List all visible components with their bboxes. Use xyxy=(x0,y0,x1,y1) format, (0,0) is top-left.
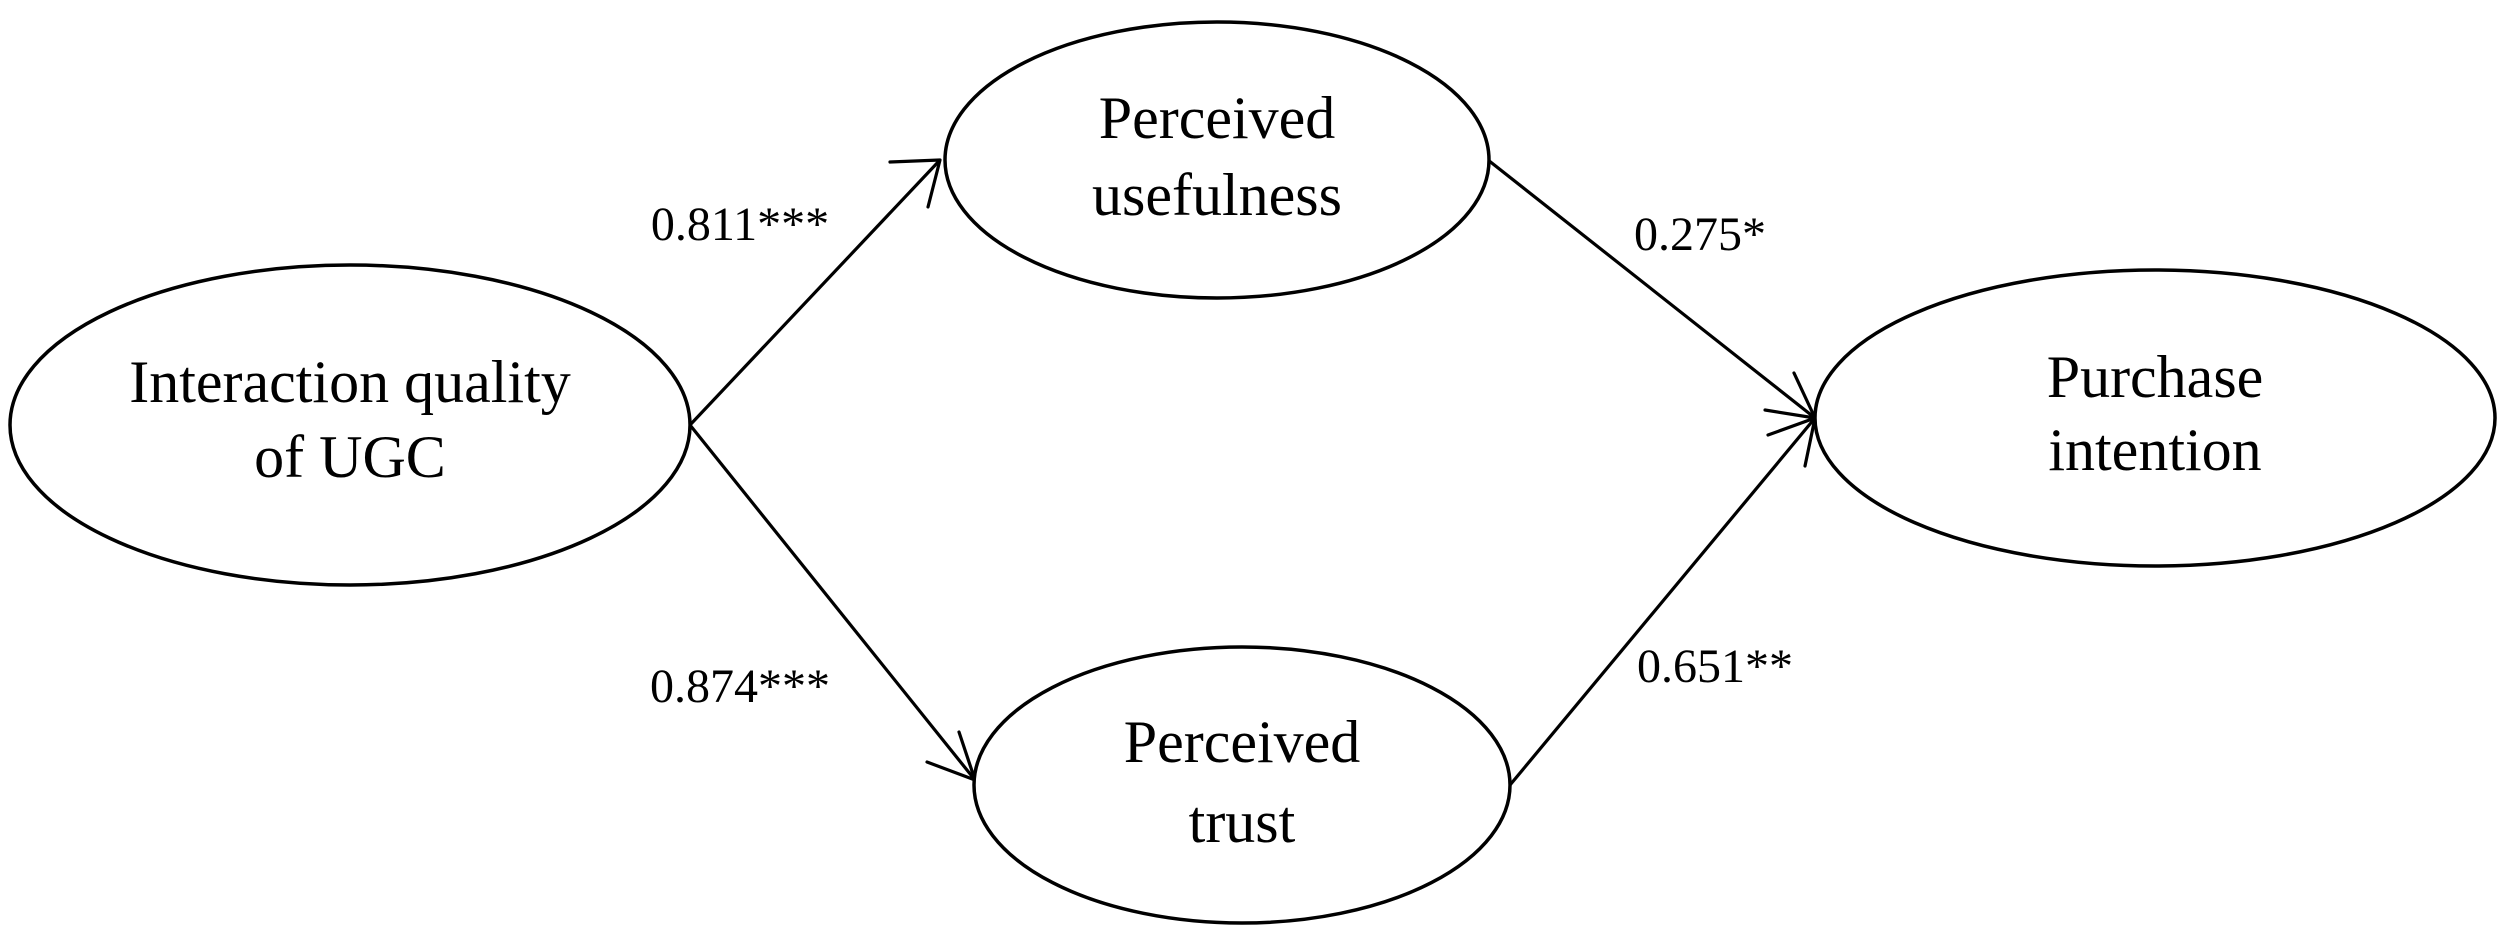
edge-line xyxy=(1487,158,1816,420)
node-label-line: trust xyxy=(1189,789,1296,855)
node-interaction-quality: Interaction quality of UGC xyxy=(8,263,692,587)
node-label-line: Interaction quality xyxy=(129,349,571,415)
edge-trust-to-purchase xyxy=(1508,416,1817,787)
edge-line xyxy=(688,158,942,427)
node-ellipse xyxy=(943,20,1491,300)
node-label-line: Purchase xyxy=(2047,344,2264,410)
edge-line xyxy=(688,423,977,782)
node-perceived-usefulness: Perceived usefulness xyxy=(943,20,1491,300)
node-ellipse xyxy=(972,645,1512,925)
edge-usefulness-to-purchase xyxy=(1487,158,1817,420)
node-label-line: of UGC xyxy=(254,424,446,490)
node-ellipse xyxy=(1813,268,2497,568)
edge-line xyxy=(1508,416,1817,787)
node-perceived-trust: Perceived trust xyxy=(972,645,1512,925)
node-purchase-intention: Purchase intention xyxy=(1813,268,2497,568)
edge-iq-to-trust xyxy=(688,423,977,782)
coefficient-label: 0.874*** xyxy=(650,660,830,713)
arrowhead xyxy=(888,158,942,209)
coefficient-label: 0.811*** xyxy=(651,198,829,251)
edge-iq-to-usefulness xyxy=(688,158,942,427)
node-ellipse xyxy=(8,263,692,587)
node-label-line: intention xyxy=(2048,417,2261,483)
coefficient-label: 0.275* xyxy=(1634,208,1766,261)
node-label-line: Perceived xyxy=(1099,85,1336,151)
node-label-line: usefulness xyxy=(1092,162,1342,228)
coefficient-label: 0.651** xyxy=(1637,640,1793,693)
node-label-line: Perceived xyxy=(1124,709,1361,775)
